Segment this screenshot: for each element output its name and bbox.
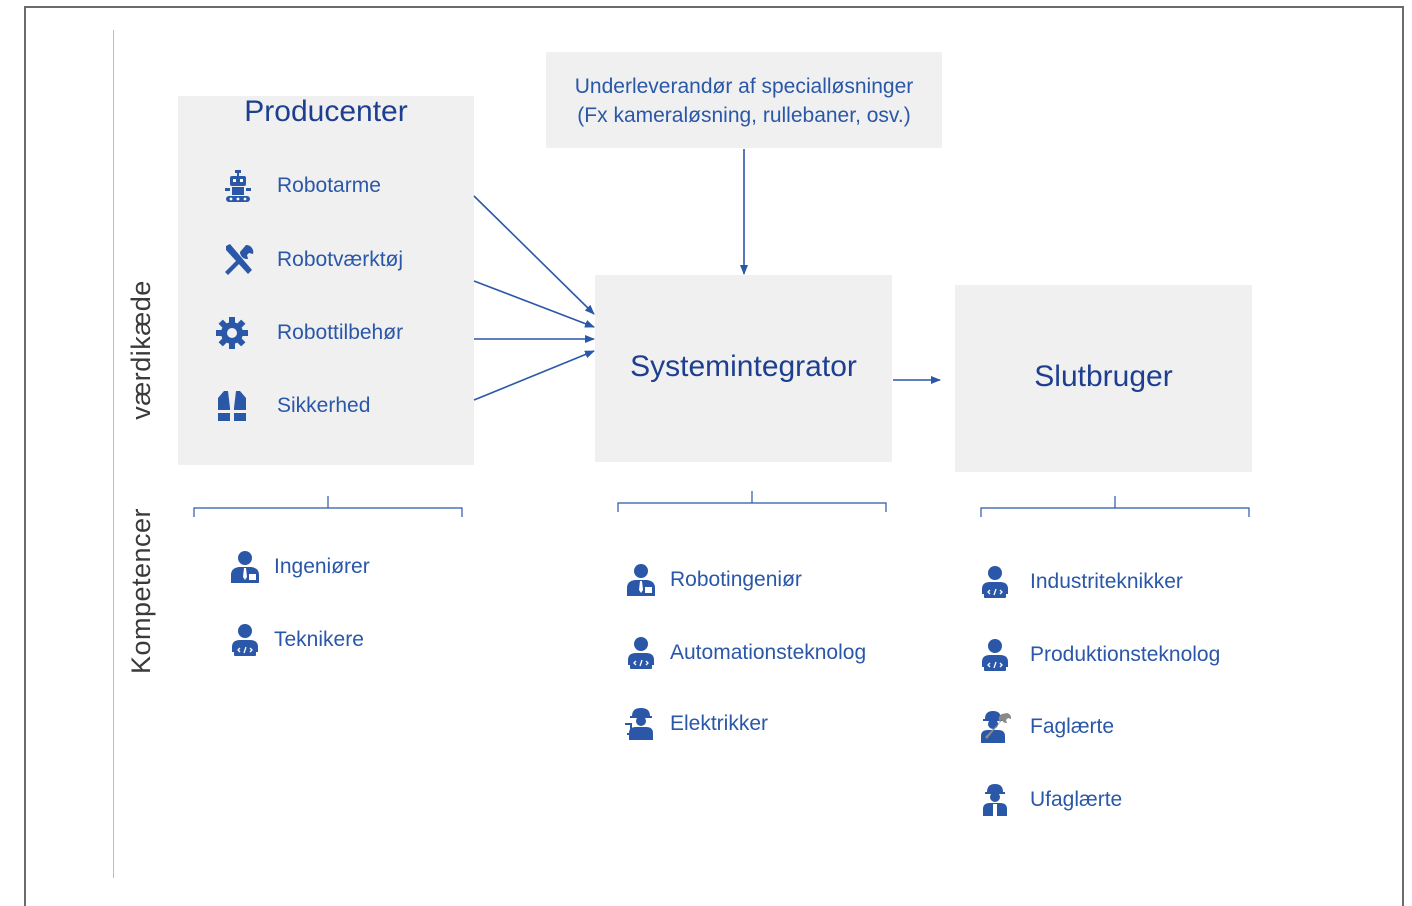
subcontractor-line1: Underleverandør af specialløsninger [574, 75, 914, 98]
competence-produktionsteknolog: Produktionsteknolog [970, 635, 1220, 675]
producer-item-label: Robotarme [277, 174, 381, 197]
engineer-icon [616, 560, 666, 600]
arrow-sikkerhed [473, 350, 595, 401]
tools-icon [216, 240, 260, 280]
competence-faglaerte: Faglærte [970, 707, 1114, 747]
competence-label: Faglærte [1030, 715, 1115, 738]
producer-item-robotarme: Robotarme [216, 166, 381, 206]
engineer-icon [220, 547, 270, 587]
producer-item-robotvaerktoej: Robotværktøj [216, 240, 403, 280]
subcontractor-text: Underleverandør af specialløsninger (Fx … [546, 72, 942, 130]
skilled-worker-icon [970, 707, 1020, 747]
competence-label: Industriteknikker [1030, 570, 1183, 593]
producer-item-robottilbehoer: Robottilbehør [210, 313, 403, 353]
robot-icon [216, 166, 260, 206]
connectors [193, 149, 1250, 517]
competence-label: Automationsteknolog [670, 641, 867, 664]
integrator-box [595, 275, 892, 462]
bracket-producers [193, 496, 463, 517]
developer-icon [220, 620, 270, 660]
safety-vest-icon [210, 386, 254, 426]
integrator-title: Systemintegrator [630, 350, 857, 383]
divider-line [113, 30, 114, 878]
subcontractor-box [546, 52, 942, 148]
developer-icon [970, 635, 1020, 675]
arrow-robotarme [473, 195, 595, 315]
competence-ingenioerer: Ingeniører [220, 547, 370, 587]
producers-title: Producenter [244, 95, 408, 128]
bracket-enduser [980, 496, 1250, 517]
developer-icon [970, 562, 1020, 602]
competence-automationsteknolog: Automationsteknolog [616, 633, 866, 673]
competence-industriteknikker: Industriteknikker [970, 562, 1183, 602]
producer-item-label: Robotværktøj [277, 248, 404, 271]
electrician-icon [616, 704, 666, 744]
competence-label: Ufaglærte [1030, 788, 1123, 811]
enduser-title: Slutbruger [1034, 360, 1173, 393]
competence-label: Ingeniører [274, 555, 370, 578]
producer-item-label: Sikkerhed [277, 394, 371, 417]
bracket-integrator [617, 491, 887, 512]
developer-icon [616, 633, 666, 673]
competence-label: Elektrikker [670, 712, 769, 735]
competence-robotingenioer: Robotingeniør [616, 560, 802, 600]
worker-icon [970, 780, 1020, 820]
subcontractor-line2: (Fx kameraløsning, rullebaner, osv.) [577, 104, 911, 127]
competence-ufaglaerte: Ufaglærte [970, 780, 1122, 820]
arrow-robotvaerktoej [473, 280, 595, 328]
competence-teknikere: Teknikere [220, 620, 364, 660]
competence-elektrikker: Elektrikker [616, 704, 768, 744]
competence-label: Robotingeniør [670, 568, 802, 591]
gear-icon [210, 313, 254, 353]
diagram-frame [24, 6, 1404, 906]
enduser-box [955, 285, 1252, 472]
producer-item-label: Robottilbehør [277, 321, 404, 344]
competence-label: Produktionsteknolog [1030, 643, 1221, 666]
producer-item-sikkerhed: Sikkerhed [210, 386, 370, 426]
competence-label: Teknikere [274, 628, 364, 651]
